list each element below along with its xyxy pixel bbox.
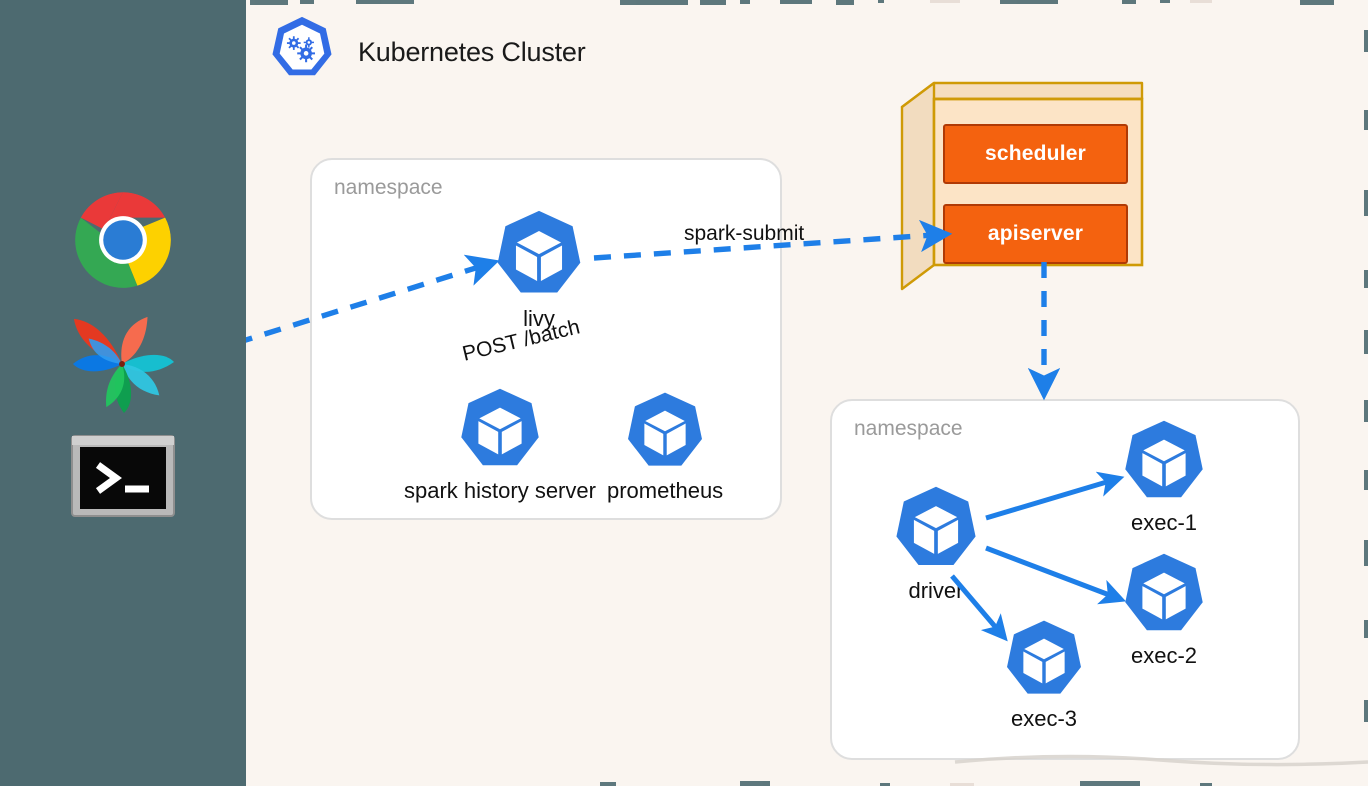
chrome-icon[interactable] — [0, 186, 246, 294]
pod-label: exec-1 — [1130, 510, 1198, 535]
airflow-icon-glyph — [72, 316, 175, 414]
pod-icon — [461, 388, 539, 466]
namespace-label: namespace — [854, 417, 963, 440]
pod-exec-2[interactable]: exec-2 — [1119, 551, 1209, 669]
pod-label: spark history server — [404, 478, 596, 503]
terminal-icon[interactable] — [0, 432, 246, 520]
app-launcher-sidebar — [0, 0, 246, 786]
pod-livy[interactable]: livy — [491, 208, 587, 332]
pod-icon — [497, 210, 581, 293]
kubernetes-icon — [266, 14, 338, 91]
pod-prometheus[interactable]: prometheus — [607, 390, 723, 504]
pod-icon — [896, 486, 976, 565]
pod-icon — [1125, 553, 1203, 631]
airflow-icon[interactable] — [0, 308, 246, 420]
pod-icon — [1007, 620, 1081, 694]
pod-label: exec-2 — [1130, 643, 1198, 668]
control-plane-service-apiserver[interactable]: apiserver — [943, 204, 1128, 264]
chrome-icon-glyph — [75, 192, 171, 288]
cluster-title: Kubernetes Cluster — [266, 14, 586, 91]
terminal-icon-glyph — [71, 435, 175, 517]
pod-driver[interactable]: driver — [890, 484, 982, 604]
pod-label: livy — [523, 306, 555, 331]
pod-exec-3[interactable]: exec-3 — [1001, 618, 1087, 732]
cluster-title-label: Kubernetes Cluster — [358, 37, 586, 67]
pod-icon — [1125, 420, 1203, 498]
pod-label: driver — [908, 578, 964, 603]
namespace-label: namespace — [334, 176, 443, 199]
pod-exec-1[interactable]: exec-1 — [1119, 418, 1209, 536]
pod-label: exec-3 — [1010, 706, 1078, 731]
pod-spark-history-server[interactable]: spark history server — [404, 386, 596, 504]
cluster-canvas: Kubernetes Cluster namespace namespace s… — [246, 0, 1368, 786]
control-plane-service-scheduler[interactable]: scheduler — [943, 124, 1128, 184]
pod-label: prometheus — [607, 478, 724, 503]
control-plane-box: scheduler apiserver — [898, 79, 1162, 294]
edge-label-spark-submit: spark-submit — [684, 222, 805, 245]
pod-icon — [628, 392, 703, 466]
kubernetes-icon-glyph — [272, 16, 332, 76]
